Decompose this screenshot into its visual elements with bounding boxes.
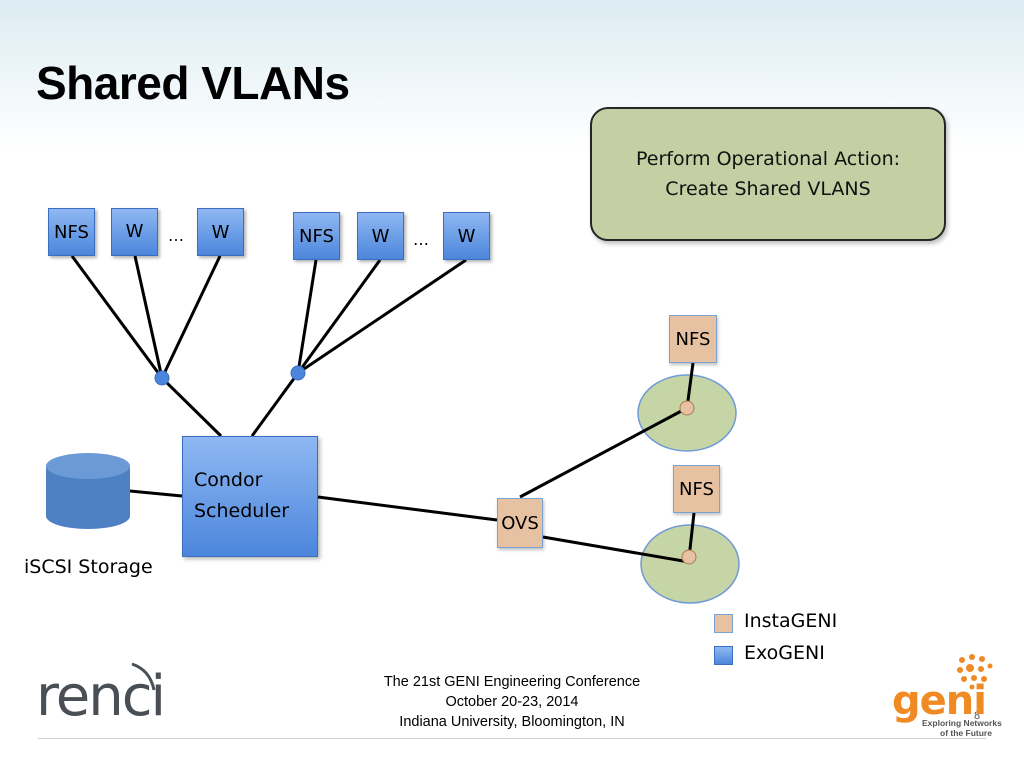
link-ovs-site-top: [519, 406, 688, 499]
link-g2-w1: [296, 259, 382, 374]
callout-line-2: Create Shared VLANS: [665, 178, 871, 200]
geni-wordmark: geni: [892, 678, 987, 724]
exogeni-worker-node: W: [197, 208, 244, 256]
scheduler-label-line-1: Condor: [194, 469, 263, 491]
exogeni-worker-node: W: [443, 212, 490, 260]
link-g1-scheduler: [160, 376, 223, 438]
operational-action-callout: Perform Operational Action: Create Share…: [590, 107, 946, 241]
footer-line-3: Indiana University, Bloomington, IN: [399, 714, 625, 730]
exogeni-worker-node: W: [357, 212, 404, 260]
conference-footer: The 21st GENI Engineering Conference Oct…: [340, 672, 684, 732]
renci-swoosh-icon: [131, 662, 156, 691]
link-g2-nfs: [296, 259, 318, 374]
iscsi-storage-icon: [46, 453, 130, 529]
legend-label-instageni: InstaGENI: [744, 610, 838, 632]
ellipsis: …: [168, 226, 184, 245]
link-ovs-site-bottom: [542, 535, 690, 564]
legend-label-exogeni: ExoGENI: [744, 642, 825, 664]
link-g1-w2: [160, 255, 222, 379]
link-g2-w2: [297, 258, 467, 375]
callout-line-1: Perform Operational Action:: [635, 148, 901, 170]
link-nfs-top-site: [685, 362, 695, 409]
footer-line-1: The 21st GENI Engineering Conference: [383, 674, 641, 690]
exogeni-nfs-node: NFS: [48, 208, 95, 256]
page-number: 8: [974, 710, 981, 722]
geni-tagline-1: Exploring Networks: [922, 718, 1002, 728]
instageni-nfs-node: NFS: [673, 465, 720, 513]
link-g1-w1: [133, 255, 164, 379]
site-junction-bottom: [681, 549, 697, 565]
vlan-junction-2: [290, 365, 306, 381]
condor-scheduler-node: Condor Scheduler: [182, 436, 318, 557]
link-g2-scheduler: [250, 372, 300, 437]
link-scheduler-ovs: [317, 495, 498, 522]
connection-lines: [70, 255, 498, 522]
geni-tagline-2: of the Future: [940, 728, 992, 738]
renci-wordmark: renci: [36, 664, 166, 729]
link-storage-scheduler: [129, 489, 183, 498]
legend-swatch-exogeni: [714, 646, 733, 665]
scheduler-label-line-2: Scheduler: [194, 500, 290, 522]
site-junction-top: [679, 400, 695, 416]
link-g1-nfs: [70, 255, 164, 379]
iscsi-storage-label: iSCSI Storage: [24, 556, 153, 578]
footer-line-2: October 20-23, 2014: [445, 694, 579, 710]
exogeni-worker-node: W: [111, 208, 158, 256]
ellipsis: …: [413, 230, 429, 249]
vlan-junction-1: [154, 370, 170, 386]
footer-divider: [38, 738, 986, 739]
ovs-switch-node: OVS: [497, 498, 543, 548]
exogeni-nfs-node: NFS: [293, 212, 340, 260]
slide-title: Shared VLANs: [36, 57, 350, 109]
legend-swatch-instageni: [714, 614, 733, 633]
instageni-nfs-node: NFS: [669, 315, 717, 363]
geni-globe-icon: [957, 654, 993, 690]
